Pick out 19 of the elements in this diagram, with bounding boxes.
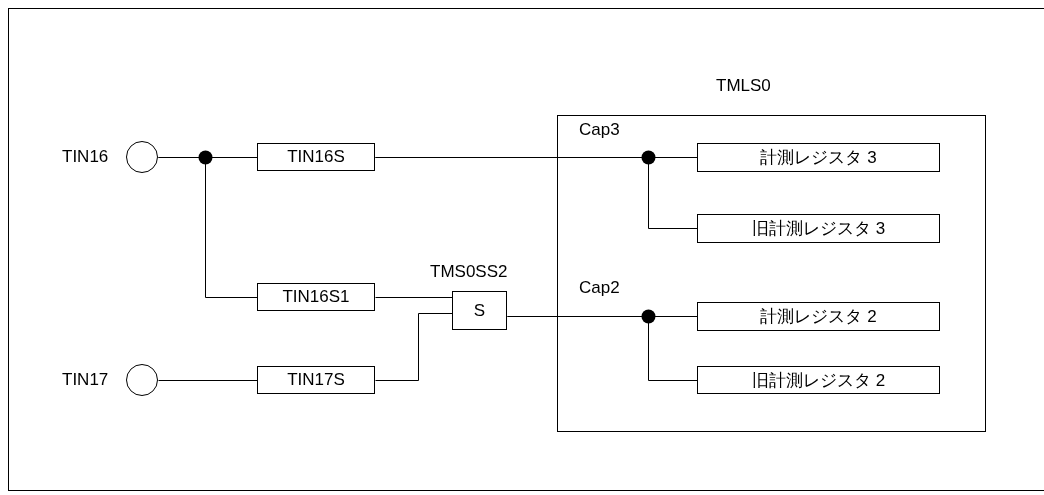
- register-box: TIN16S: [257, 143, 375, 171]
- capture-label: Cap2: [579, 278, 620, 298]
- connector-line: [158, 380, 258, 381]
- register-box: 計測レジスタ 2: [697, 302, 940, 331]
- terminal-circle: [126, 364, 158, 396]
- pin-label: TIN16: [62, 147, 109, 167]
- terminal-circle: [126, 141, 158, 173]
- box-heading: TMLS0: [716, 76, 771, 96]
- pin-label: TIN17: [62, 370, 109, 390]
- register-box: 計測レジスタ 3: [697, 143, 940, 172]
- register-box: TIN17S: [257, 366, 375, 394]
- register-box: TIN16S1: [257, 283, 375, 311]
- connector-line: [375, 313, 453, 381]
- block-label: TMS0SS2: [430, 262, 508, 282]
- register-box: 旧計測レジスタ 2: [697, 366, 940, 394]
- connector-line: [375, 297, 453, 298]
- register-box: 旧計測レジスタ 3: [697, 214, 940, 243]
- selector-box: S: [452, 291, 507, 330]
- capture-label: Cap3: [579, 120, 620, 140]
